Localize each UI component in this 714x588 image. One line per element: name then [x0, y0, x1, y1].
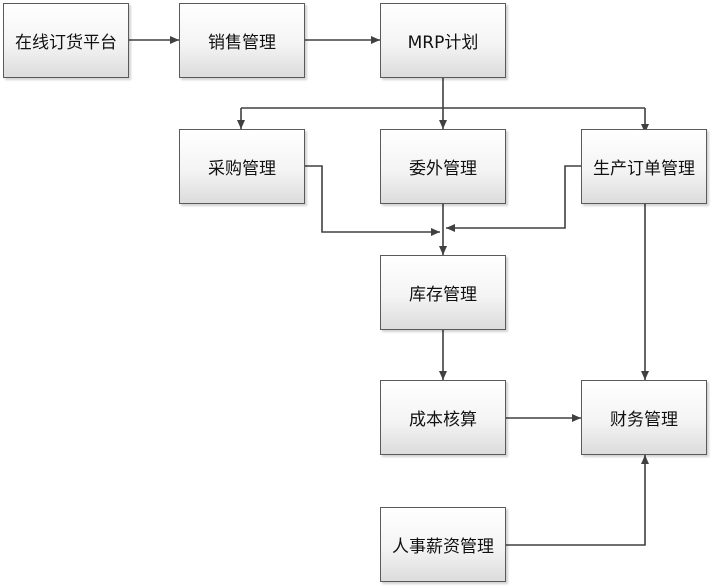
outsourcing-management-node: 委外管理 [380, 129, 506, 204]
node-label: 在线订货平台 [15, 33, 117, 53]
node-label: 委外管理 [409, 159, 477, 179]
node-label: 库存管理 [409, 285, 477, 305]
production-order-management-node: 生产订单管理 [581, 129, 707, 204]
cost-accounting-node: 成本核算 [380, 380, 506, 455]
node-label: 人事薪资管理 [392, 537, 494, 557]
online-ordering-platform-node: 在线订货平台 [3, 3, 129, 78]
hr-payroll-management-node: 人事薪资管理 [380, 507, 506, 582]
edge-production-order-to-inventory [446, 165, 581, 232]
edge-purchasing-to-inventory [305, 165, 440, 236]
finance-management-node: 财务管理 [581, 380, 707, 455]
sales-management-node: 销售管理 [179, 3, 305, 78]
node-label: MRP计划 [407, 33, 479, 53]
inventory-management-node: 库存管理 [380, 255, 506, 330]
node-label: 成本核算 [409, 410, 477, 430]
node-label: 财务管理 [610, 410, 678, 430]
edge-hr-to-finance [506, 455, 649, 546]
mrp-plan-node: MRP计划 [380, 3, 506, 78]
node-label: 采购管理 [208, 159, 276, 179]
purchasing-management-node: 采购管理 [179, 129, 305, 204]
node-label: 销售管理 [208, 33, 276, 53]
node-label: 生产订单管理 [593, 159, 695, 179]
